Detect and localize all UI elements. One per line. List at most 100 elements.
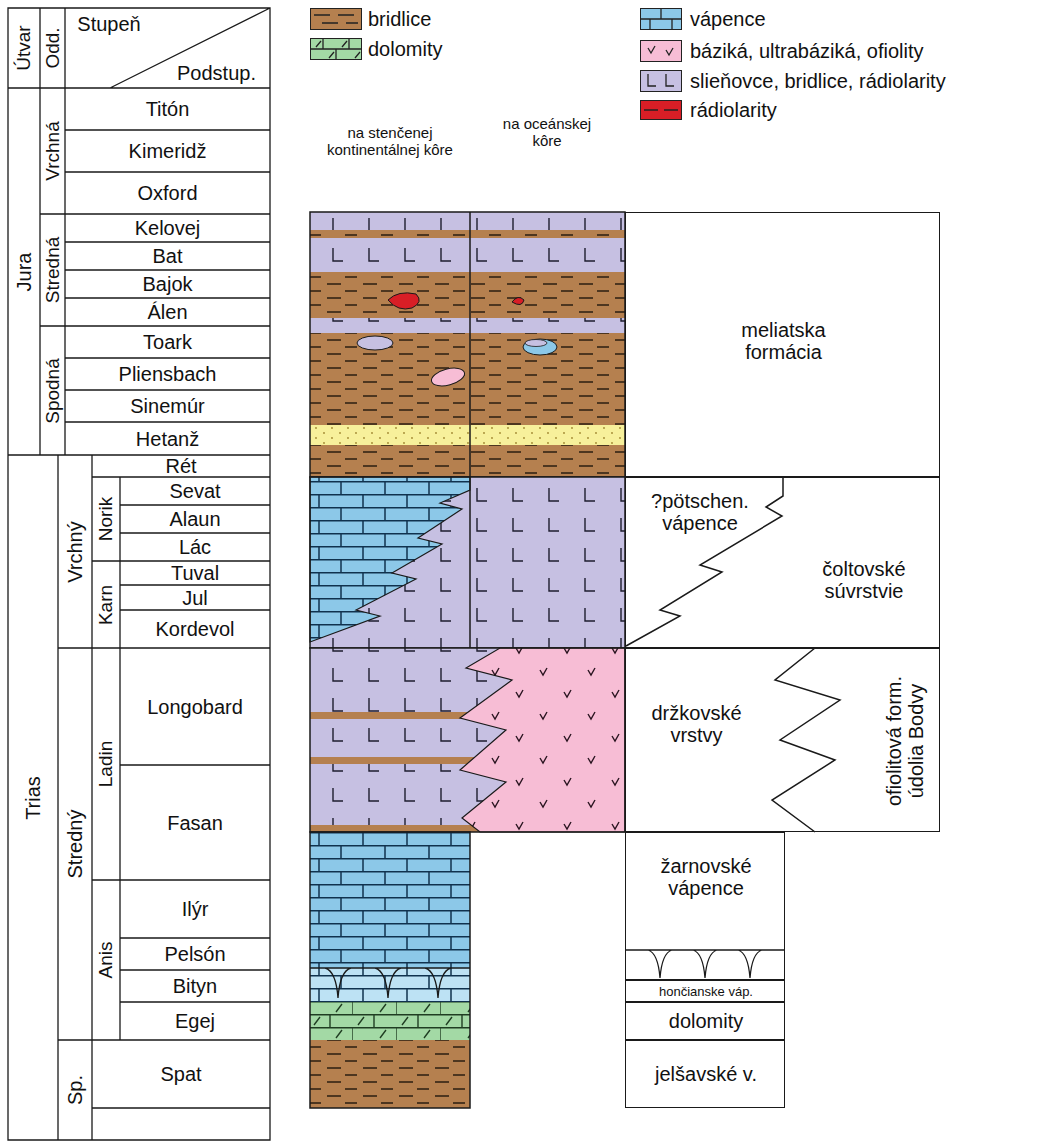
stage-label-cell: Kelovej [65, 214, 270, 242]
basic-rock-lens [430, 365, 467, 389]
limestone-wedge [310, 477, 470, 642]
stage-label-cell: Stredná [40, 214, 65, 326]
stage-label-cell: Ladin [92, 648, 120, 880]
radiolarite-lens [388, 293, 419, 309]
swatch-mark [648, 46, 673, 55]
stage-label-cell: Toark [65, 326, 270, 358]
marl-lens [525, 340, 547, 347]
stage-label-cell: Spat [92, 1040, 270, 1108]
stage-label: Vrchná [42, 121, 63, 181]
formation-name-cell: jelšavské v. [628, 1041, 784, 1107]
legend-text-cell: báziká, ultrabáziká, ofiolity [690, 38, 1030, 64]
swatch-pattern [640, 40, 682, 62]
formation-name-cell: čoltovské súvrstvie [794, 550, 934, 610]
header-label-cell: Odd. [40, 8, 65, 88]
stage-label-cell: Oxford [65, 172, 270, 214]
column-outline [310, 648, 625, 832]
stage-label: Pliensbach [119, 363, 217, 385]
formation-box: jelšavské v. [625, 1040, 785, 1108]
stage-label: Sp. [64, 1075, 86, 1105]
stage-label-cell: Norik [92, 477, 120, 561]
legend-text-cell: dolomity [368, 36, 568, 62]
formation-box: meliatska formácia [625, 212, 940, 477]
formation-name-cell: hončianske váp. [628, 981, 784, 1002]
swatch-mark [648, 74, 674, 86]
legend-swatch [640, 40, 682, 62]
ophiolite-wedge [460, 648, 625, 832]
stage-label: Kordevol [156, 618, 235, 640]
legend-swatch [310, 38, 362, 60]
stage-label: Vrchný [64, 521, 86, 583]
stage-label: Sevat [169, 480, 220, 502]
stage-label: Jura [13, 252, 35, 291]
stage-label: Egej [175, 1010, 215, 1032]
stage-label: Oxford [137, 182, 197, 204]
formation-name-cell: meliatska formácia [696, 308, 871, 374]
stage-label: Jul [182, 587, 208, 609]
formation-name-cell: dolomity [628, 1003, 784, 1039]
stage-label-cell: Sp. [58, 1040, 92, 1140]
stage-label-cell: Bat [65, 242, 270, 270]
limestone-lens [523, 339, 557, 355]
stage-label: Spodná [42, 358, 63, 424]
header-label: Podstup. [177, 62, 256, 84]
stage-label: Álen [147, 301, 187, 323]
stage-label-cell: Vrchná [40, 88, 65, 214]
stage-label-cell: Tuval [120, 561, 270, 585]
stage-label-cell: Sinemúr [65, 390, 270, 422]
stage-label-cell: Fasan [120, 765, 270, 880]
shale-layer [310, 1040, 470, 1108]
shale-layer [310, 445, 625, 477]
swatch-pattern [310, 38, 362, 60]
header-label-cell: Útvar [8, 8, 40, 88]
stage-label: Lác [179, 536, 211, 558]
column-heading-cell: na stenčenej kontinentálnej kôre [312, 112, 468, 170]
legend-swatch [640, 8, 682, 30]
stage-label-cell: Lác [120, 533, 270, 561]
stage-label: Karn [96, 584, 117, 624]
stage-label-cell: Bityn [120, 970, 270, 1002]
legend-text: rádiolarity [690, 99, 777, 121]
legend-text: bridlice [368, 8, 431, 30]
swatch-mark [644, 109, 678, 110]
legend-text-cell: rádiolarity [690, 97, 990, 123]
stage-label-cell: Sevat [120, 477, 270, 505]
stage-label: Stredná [42, 237, 63, 304]
formation-box: hončianske váp. [625, 980, 785, 1002]
table-grid [8, 8, 270, 1140]
stage-label-cell: Kimeridž [65, 130, 270, 172]
stage-label: Fasan [167, 812, 223, 834]
stage-label: Bajok [142, 273, 192, 295]
marl-layer [310, 212, 625, 230]
formation-name: ?pötschen. vápence [639, 490, 761, 534]
column-heading: na stenčenej kontinentálnej kôre [325, 125, 455, 158]
legend-text-cell: vápence [690, 6, 990, 32]
stage-label: Tuval [171, 562, 219, 584]
swatch-pattern [640, 100, 682, 120]
marl-layer [310, 648, 625, 832]
swatch-mark [640, 8, 682, 30]
swatch-pattern [640, 8, 682, 30]
stage-label-cell: Álen [65, 298, 270, 326]
column-divider [469, 212, 471, 648]
legend-text: dolomity [368, 38, 442, 60]
stage-label: Sinemúr [130, 395, 204, 417]
marl-layer [310, 318, 625, 333]
header-label: Odd. [42, 27, 63, 68]
column-outline [310, 832, 470, 1108]
formation-name: čoltovské súvrstvie [799, 558, 929, 602]
stage-label: Ladin [96, 741, 117, 788]
stage-label-cell: Titón [65, 88, 270, 130]
swatch-pattern [640, 70, 682, 92]
stage-label: Hetanž [136, 428, 199, 450]
stage-label: Titón [146, 98, 190, 120]
stage-label: Bityn [173, 975, 217, 997]
formation-name: dolomity [669, 1010, 743, 1032]
stage-label-cell: Bajok [65, 270, 270, 298]
stage-label: Stredný [64, 810, 86, 879]
stage-label: Anis [96, 942, 117, 979]
stage-label-cell: Jul [120, 585, 270, 610]
swatch-mark [310, 38, 362, 60]
marl-layer [310, 238, 625, 272]
